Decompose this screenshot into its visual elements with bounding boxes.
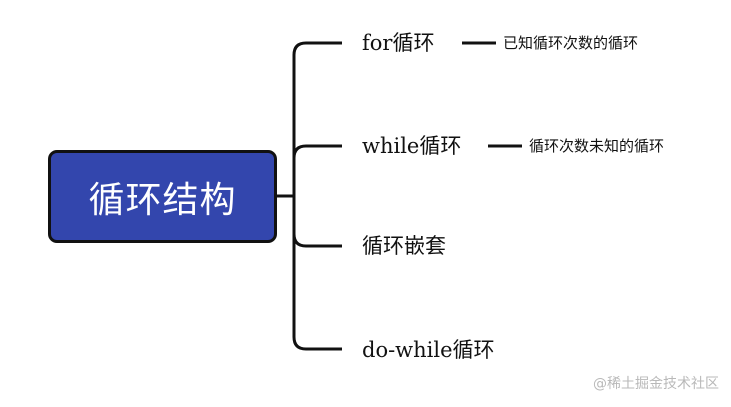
root-label: 循环结构 [88,179,237,221]
leaf-for-loop-note[interactable]: 已知循环次数的循环 [503,34,639,52]
root-node[interactable]: 循环结构 [48,150,277,243]
branch-do-while-loop[interactable]: do-while循环 [362,338,495,362]
watermark: @稀土掘金技术社区 [593,376,719,392]
branch-nested-loop[interactable]: 循环嵌套 [362,234,446,258]
branch-connector-while [292,144,342,159]
branch-for-loop[interactable]: for循环 [362,31,435,55]
branch-connector-nested [292,233,342,248]
branch-while-loop[interactable]: while循环 [362,134,462,158]
leaf-while-loop-note[interactable]: 循环次数未知的循环 [529,137,665,155]
trunk-line [292,41,342,351]
